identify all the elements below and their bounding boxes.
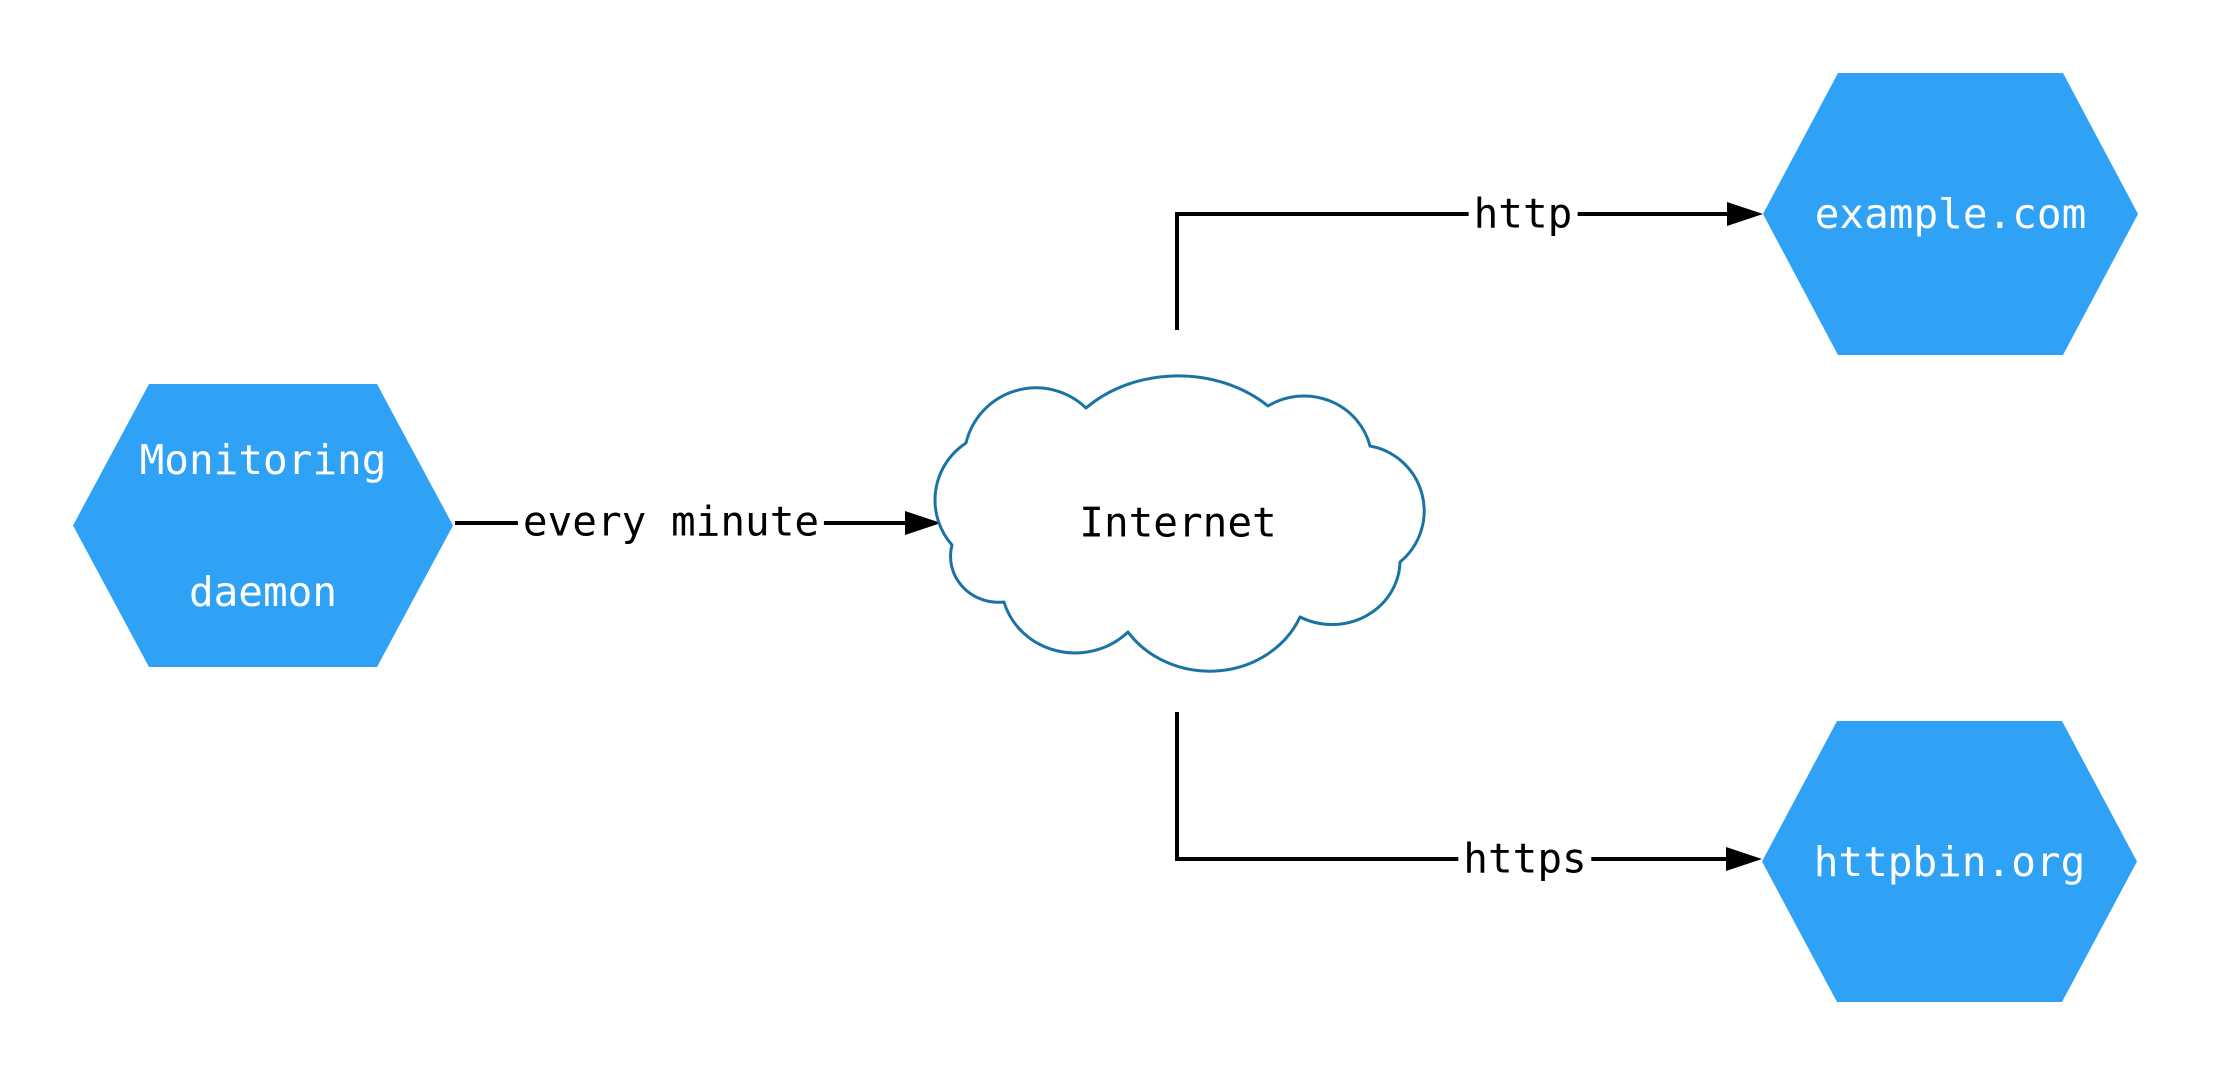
edge-http-line (1175, 212, 1728, 330)
edge-http-arrowhead-icon (1727, 202, 1763, 226)
node-example-com: example.com (1763, 73, 2138, 355)
node-monitoring-daemon: Monitoring daemon (73, 384, 453, 667)
node-monitoring-daemon-label: Monitoring daemon (139, 435, 387, 616)
edge-https-arrowhead-icon (1726, 847, 1762, 871)
edge-label-every-minute: every minute (517, 501, 825, 543)
edge-every-minute-arrowhead-icon (905, 511, 941, 535)
edge-https-line (1175, 712, 1727, 861)
edge-label-http: http (1468, 193, 1578, 235)
edge-label-https: https (1458, 838, 1592, 880)
node-example-com-label: example.com (1814, 190, 2087, 238)
node-httpbin-org: httpbin.org (1762, 721, 2137, 1002)
node-internet-label: Internet (1079, 498, 1277, 547)
internet-cloud-shape (933, 374, 1426, 673)
node-httpbin-org-label: httpbin.org (1813, 837, 2086, 886)
